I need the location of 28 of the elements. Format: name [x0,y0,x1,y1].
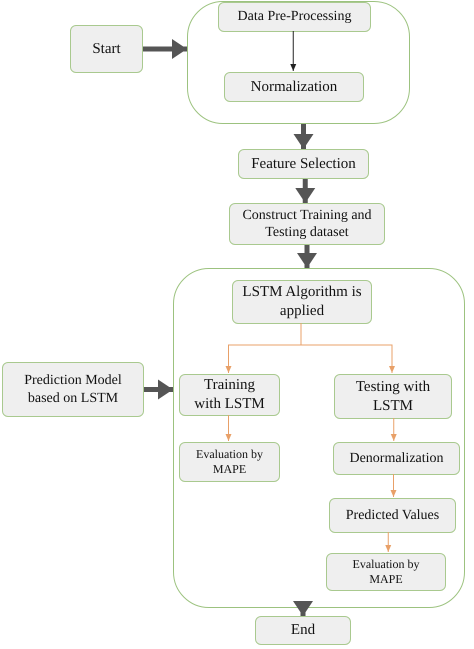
arrow [300,322,395,374]
arrow [390,474,396,498]
arrow [290,30,296,72]
process-box: Denormalization [333,442,460,475]
process-box: Testing with LSTM [334,374,452,419]
arrow [144,380,173,400]
arrow [293,601,313,616]
arrow [385,532,392,552]
process-box: Start [70,25,143,73]
process-box: Evaluation by MAPE [179,442,280,482]
process-box: Feature Selection [238,149,369,179]
process-box: Training with LSTM [179,374,280,416]
arrow [295,179,316,203]
group-container [187,1,410,124]
arrow [143,39,187,59]
group-container [173,268,465,608]
arrow [226,414,232,442]
arrow [390,418,397,442]
arrow [297,245,317,268]
process-box: End [255,616,351,645]
process-box: Prediction Model based on LSTM [2,362,144,417]
process-box: Normalization [224,72,364,102]
process-box: LSTM Algorithm is applied [232,280,372,324]
process-box: Data Pre-Processing [218,2,371,32]
process-box: Evaluation by MAPE [326,553,446,591]
process-box: Predicted Values [329,498,456,533]
process-box: Construct Training and Testing dataset [229,203,385,245]
arrow [294,124,314,149]
